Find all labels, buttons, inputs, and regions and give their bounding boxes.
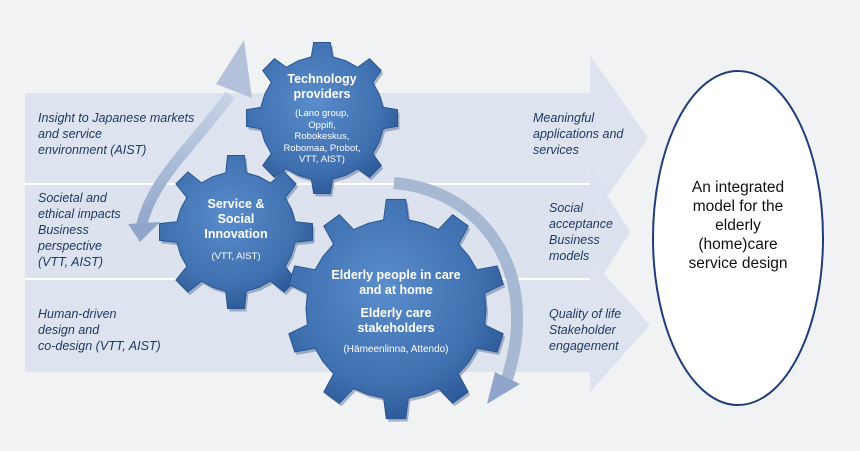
label-line: models	[549, 249, 590, 263]
outcome-line: An integrated	[691, 179, 785, 196]
arc-arrow-left-head	[128, 222, 160, 242]
label-line: Societal and	[38, 191, 107, 205]
label-social-acceptance: Social acceptance Business models	[549, 200, 613, 264]
label-line: co-design (VTT, AIST)	[38, 339, 161, 353]
elderly-gear-stakeholders: Elderly care stakeholders	[318, 306, 474, 336]
technology-gear-title: Technology providers	[262, 72, 382, 102]
outcome-text: An integrated model for the elderly (hom…	[668, 178, 808, 273]
label-line: Stakeholder	[549, 323, 616, 337]
label-line: perspective	[38, 239, 102, 253]
gear-service-social-innovation	[159, 155, 315, 312]
gear-title-line: Social	[217, 212, 255, 226]
arc-arrow-right-head	[487, 372, 520, 404]
label-line: design and	[38, 323, 100, 337]
elderly-gear-title: Elderly people in care and at home	[318, 268, 474, 298]
gear-sub-line: (VTT, AIST)	[211, 251, 261, 262]
gear-title-line: stakeholders	[357, 321, 435, 335]
label-line: services	[533, 143, 579, 157]
gear-title-line: Service &	[207, 197, 265, 211]
outcome-ellipse	[652, 70, 824, 406]
label-meaningful-applications: Meaningful applications and services	[533, 110, 623, 158]
arc-arrow-right	[393, 177, 524, 387]
elderly-gear-members: (Hämeenlinna, Attendo)	[318, 344, 474, 356]
gear-title-line: Elderly people in care	[331, 268, 461, 282]
label-line: acceptance	[549, 217, 613, 231]
label-line: Social	[549, 201, 584, 215]
label-human-driven-design: Human-driven design and co-design (VTT, …	[38, 306, 161, 354]
gear-title-line: Elderly care	[360, 306, 432, 320]
label-japanese-markets: Insight to Japanese markets and service …	[38, 110, 194, 158]
arc-arrow-up-head	[216, 40, 252, 98]
label-societal-impacts: Societal and ethical impacts Business pe…	[38, 190, 121, 270]
gear-body	[246, 42, 398, 194]
label-line: Insight to Japanese markets	[38, 111, 195, 125]
gear-elderly-care	[288, 198, 506, 422]
label-line: Business	[549, 233, 600, 247]
label-line: ethical impacts	[38, 207, 121, 221]
gear-title-line: and at home	[359, 283, 433, 297]
service-gear-title: Service & Social Innovation	[180, 197, 292, 242]
label-line: (VTT, AIST)	[38, 255, 104, 269]
gear-sub-line: VTT, AIST)	[299, 154, 345, 165]
outcome-line: (home)care	[698, 236, 778, 253]
gear-body	[159, 155, 313, 309]
label-line: and service	[38, 127, 102, 141]
label-line: Business	[38, 223, 89, 237]
gear-title-line: Innovation	[204, 227, 268, 241]
label-line: environment (AIST)	[38, 143, 147, 157]
gear-sub-line: Robokeskus,	[294, 131, 350, 142]
gear-title-line: Technology	[287, 72, 357, 86]
outcome-line: elderly	[715, 217, 761, 234]
label-line: applications and	[533, 127, 624, 141]
label-line: Meaningful	[533, 111, 595, 125]
gear-sub-line: (Lano group,	[295, 108, 349, 119]
gear-technology-providers	[246, 42, 400, 197]
gear-body	[288, 198, 504, 420]
gear-sub-line: Oppifi,	[308, 119, 336, 131]
arc-arrow-up	[134, 91, 235, 234]
label-line: Human-driven	[38, 307, 117, 321]
outcome-line: service design	[688, 255, 788, 272]
outcome-line: model for the	[692, 198, 784, 215]
gear-title-line: providers	[293, 87, 351, 101]
service-gear-members: (VTT, AIST)	[180, 251, 292, 263]
label-line: Quality of life	[549, 307, 622, 321]
label-line: engagement	[549, 339, 619, 353]
gear-sub-line: Robomaa, Probot,	[283, 142, 361, 154]
label-quality-of-life: Quality of life Stakeholder engagement	[549, 306, 621, 354]
technology-gear-members: (Lano group, Oppifi, Robokeskus, Robomaa…	[262, 108, 382, 166]
gear-sub-line: (Hämeenlinna, Attendo)	[343, 344, 449, 355]
